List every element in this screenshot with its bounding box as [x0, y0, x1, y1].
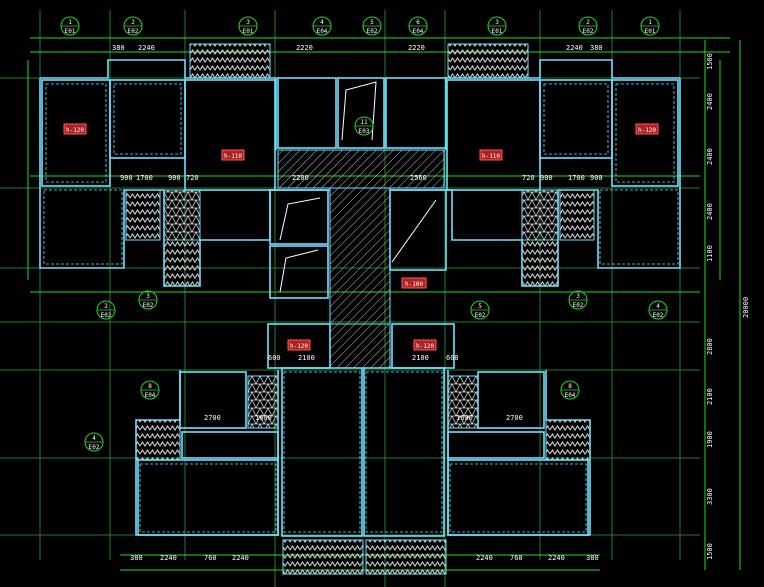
- top-dim-6: 380: [590, 44, 603, 52]
- right-dim-4: 2400: [706, 203, 714, 220]
- right-dim-9: 3300: [706, 488, 714, 505]
- lower-dim-1: 2700: [204, 414, 221, 422]
- axis-bubble-number: 5: [370, 19, 374, 26]
- room-tag-1: h-120: [66, 127, 84, 134]
- mid-dim-left-2: 1700: [136, 174, 153, 182]
- right-dim-6: 2800: [706, 338, 714, 355]
- bottom-dim-3: 760: [204, 554, 217, 562]
- door-swings: [279, 81, 437, 293]
- top-dimensions: 380 2240 2220 2220 2240 380: [112, 44, 603, 52]
- center-dim-1: 2100: [298, 354, 315, 362]
- mid-dim-right-3: 900: [540, 174, 553, 182]
- axis-bubble-number: 5: [478, 303, 482, 310]
- axis-bubble-number: 3: [246, 19, 250, 26]
- mid-dim-left-4: 720: [186, 174, 199, 182]
- axis-bubble-code: E02: [128, 28, 139, 35]
- axis-bubble-code: E01: [492, 28, 503, 35]
- top-dim-4: 2220: [408, 44, 425, 52]
- mid-dim-left-3: 900: [168, 174, 181, 182]
- room-tag-2: h-110: [224, 153, 242, 160]
- axis-bubble-number: 8: [568, 383, 572, 390]
- right-side-dimensions: 1500 2400 2400 2400 1100 2800 2100 1900 …: [706, 53, 750, 560]
- axis-bubble-code: E03: [359, 128, 370, 135]
- right-dim-1: 1500: [706, 53, 714, 70]
- bottom-dim-1: 380: [130, 554, 143, 562]
- axis-bubble-code: E01: [65, 28, 76, 35]
- top-dim-5: 2240: [566, 44, 583, 52]
- shaft-hatch: [163, 189, 559, 429]
- lower-dim-3: 1600: [456, 414, 473, 422]
- axis-bubble-number: 11: [360, 119, 368, 126]
- bottom-dim-6: 760: [510, 554, 523, 562]
- axis-bubble-code: E02: [367, 28, 378, 35]
- room-tag-3: h-110: [482, 153, 500, 160]
- axis-bubble-number: 2: [131, 19, 135, 26]
- mid-dim-right-2: 720: [522, 174, 535, 182]
- axis-bubble-number: 2: [586, 19, 590, 26]
- axis-bubble-code: E01: [243, 28, 254, 35]
- bottom-dimensions: 380 2240 760 2240 2240 760 2240 380: [130, 554, 599, 562]
- axis-bubbles: 1E012E023E014E045E026E043E012E021E0111E0…: [60, 16, 668, 452]
- center-dim-2: 2100: [412, 354, 429, 362]
- right-dim-2: 2400: [706, 93, 714, 110]
- axis-bubble-number: 3: [495, 19, 499, 26]
- inner-dashed: [43, 83, 679, 533]
- bottom-dim-2: 2240: [160, 554, 177, 562]
- axis-bubble-number: 1: [648, 19, 652, 26]
- top-dim-3: 2220: [296, 44, 313, 52]
- mid-dimensions: 900 1700 900 720 2200 2560 720 900 1700 …: [120, 174, 603, 182]
- room-tag-5: h-120: [290, 343, 308, 350]
- room-tag-6: h-120: [416, 343, 434, 350]
- axis-bubble-number: 4: [320, 19, 324, 26]
- mid-dim-left-1: 900: [120, 174, 133, 182]
- axis-bubble-code: E02: [653, 312, 664, 319]
- axis-bubble-code: E04: [565, 392, 576, 399]
- axis-bubble-code: E04: [413, 28, 424, 35]
- axis-bubble-number: 2: [104, 303, 108, 310]
- axis-bubble-number: 3: [146, 293, 150, 300]
- lower-dim-2: 1600: [255, 414, 272, 422]
- axis-bubble-code: E02: [573, 302, 584, 309]
- top-dim-1: 380: [112, 44, 125, 52]
- bottom-dim-4: 2240: [232, 554, 249, 562]
- mid-dim-right-5: 900: [590, 174, 603, 182]
- axis-bubble-code: E02: [143, 302, 154, 309]
- room-tag-7: h-100: [405, 281, 423, 288]
- lower-dim-4: 2700: [506, 414, 523, 422]
- lower-dimensions: 2700 1600 1600 2700 2100 2100 600 600: [204, 354, 523, 422]
- axis-bubble-number: 6: [416, 19, 420, 26]
- axis-bubble-code: E01: [645, 28, 656, 35]
- top-dim-2: 2240: [138, 44, 155, 52]
- axis-bubble-number: 8: [148, 383, 152, 390]
- axis-bubble-number: 4: [656, 303, 660, 310]
- core-hatch: [277, 149, 445, 369]
- mid-dim-left-5: 2200: [292, 174, 309, 182]
- bottom-dim-5: 2240: [476, 554, 493, 562]
- axis-bubble-number: 3: [576, 293, 580, 300]
- bottom-dim-7: 2240: [548, 554, 565, 562]
- center-dim-3: 600: [268, 354, 281, 362]
- axis-bubble-number: 4: [92, 435, 96, 442]
- room-tags: h-120 h-110 h-110 h-120 h-120 h-120 h-10…: [63, 123, 659, 351]
- bottom-dim-8: 380: [586, 554, 599, 562]
- center-dim-4: 600: [446, 354, 459, 362]
- axis-bubble-code: E04: [145, 392, 156, 399]
- room-tag-4: h-120: [638, 127, 656, 134]
- right-dim-10: 1500: [706, 543, 714, 560]
- right-dim-3: 2400: [706, 148, 714, 165]
- right-dim-8: 1900: [706, 431, 714, 448]
- axis-bubble-code: E04: [317, 28, 328, 35]
- axis-bubble-code: E02: [475, 312, 486, 319]
- walls: [39, 59, 681, 537]
- mid-dim-right-1: 2560: [410, 174, 427, 182]
- axis-bubble-code: E02: [89, 444, 100, 451]
- axis-bubble-code: E02: [101, 312, 112, 319]
- right-total-dim: 20000: [742, 297, 750, 318]
- right-dim-7: 2100: [706, 388, 714, 405]
- axis-bubble-code: E02: [583, 28, 594, 35]
- mid-dim-right-4: 1700: [568, 174, 585, 182]
- axis-bubble-number: 1: [68, 19, 72, 26]
- right-dim-5: 1100: [706, 245, 714, 262]
